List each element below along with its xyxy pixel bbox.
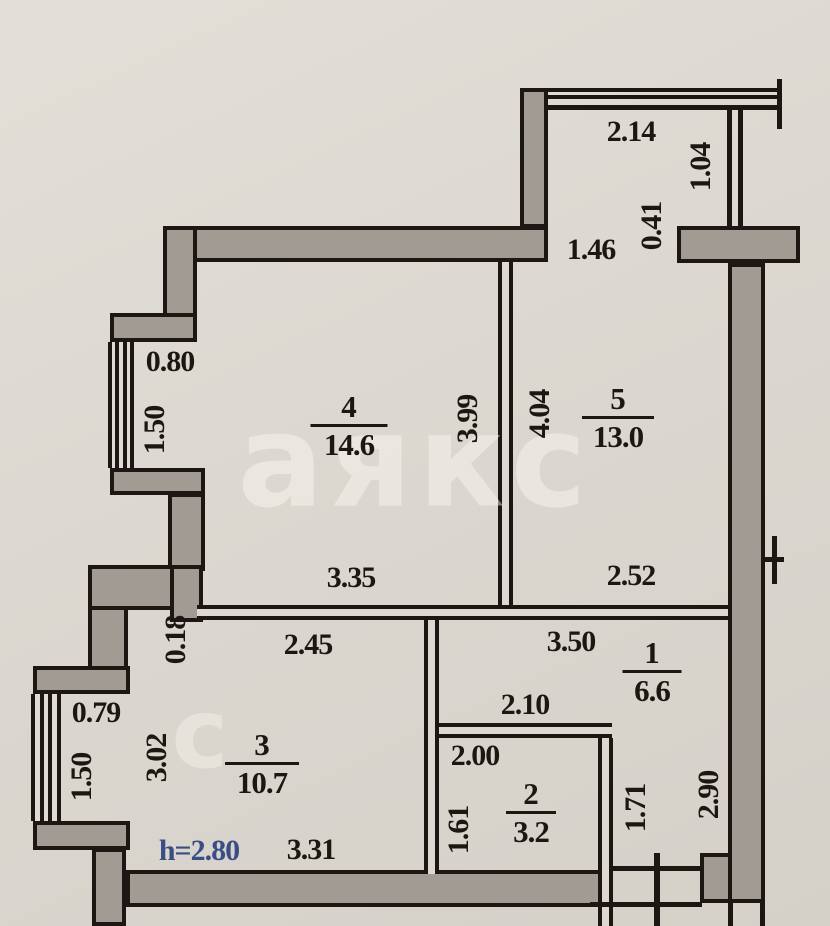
room-area: 10.7 bbox=[236, 765, 288, 800]
room-area: 13.0 bbox=[592, 419, 644, 454]
wall-hall-top bbox=[197, 605, 728, 620]
window-glazing-line bbox=[31, 694, 35, 821]
door-opening-bottom bbox=[590, 902, 702, 907]
left-wall-upper bbox=[163, 226, 197, 318]
window-glazing-line bbox=[123, 342, 127, 468]
room-fraction-line bbox=[310, 424, 388, 427]
dimension-label: 2.90 bbox=[692, 770, 725, 820]
railing-end-tick bbox=[777, 79, 782, 129]
top-wall bbox=[163, 226, 548, 262]
room-area: 6.6 bbox=[634, 673, 671, 708]
window-glazing-line bbox=[130, 342, 134, 468]
right-wall-tick-h bbox=[762, 557, 784, 562]
dimension-label: 3.35 bbox=[326, 561, 376, 594]
room-area: 14.6 bbox=[323, 427, 375, 462]
room-number: 4 bbox=[341, 389, 357, 424]
right-wall bbox=[728, 263, 765, 903]
dimension-label: 3.31 bbox=[286, 833, 336, 866]
window-glazing-line bbox=[115, 342, 119, 468]
dimension-label: 3.50 bbox=[546, 625, 596, 658]
top-right-wall bbox=[677, 226, 800, 263]
dimension-label: 1.50 bbox=[65, 752, 98, 802]
left-step-mid bbox=[110, 468, 205, 495]
dimension-label: 1.50 bbox=[138, 405, 171, 455]
window-glazing-line bbox=[40, 694, 44, 821]
balcony-railing-right-1 bbox=[727, 108, 732, 228]
dimension-label: 1.04 bbox=[684, 142, 717, 192]
left-wall-bottom bbox=[92, 848, 126, 926]
room-number: 5 bbox=[610, 381, 626, 416]
dimension-label: 2.52 bbox=[606, 559, 656, 592]
dimension-label: 4.04 bbox=[523, 389, 556, 439]
room-number: 2 bbox=[523, 776, 539, 811]
balcony-railing-top-1 bbox=[545, 88, 782, 92]
dimension-label: 3.02 bbox=[140, 733, 173, 783]
dimension-label: 0.41 bbox=[635, 201, 668, 251]
dimension-label: 1.71 bbox=[619, 783, 652, 833]
dimension-label: 0.18 bbox=[159, 615, 192, 665]
window-glazing-line bbox=[57, 694, 61, 821]
left-step-bottom-lower bbox=[33, 821, 130, 850]
balcony-left-wall bbox=[520, 88, 548, 228]
right-wall-edge-left bbox=[728, 903, 733, 926]
dimension-label: 0.79 bbox=[71, 696, 121, 729]
window-glazing-line bbox=[48, 694, 52, 821]
room-fraction-line bbox=[582, 416, 654, 419]
dimension-label: 2.10 bbox=[500, 688, 550, 721]
dimension-label: 2.14 bbox=[606, 115, 656, 148]
wall-room4-room5 bbox=[498, 262, 513, 616]
wall-room2-right bbox=[598, 738, 613, 926]
ceiling-height-note: h=2.80 bbox=[158, 834, 240, 867]
bottom-wall bbox=[126, 870, 612, 907]
balcony-railing-top-3 bbox=[545, 105, 782, 110]
room-fraction-line bbox=[506, 811, 556, 814]
left-step-upper bbox=[110, 313, 197, 342]
room-fraction-line bbox=[622, 670, 682, 673]
left-step-bottom-upper bbox=[33, 666, 130, 694]
dimension-label: 3.99 bbox=[451, 394, 484, 444]
left-wall-lower bbox=[88, 606, 128, 672]
dimension-label: 1.46 bbox=[566, 233, 616, 266]
door-jamb bbox=[654, 853, 660, 926]
window-lower-left bbox=[31, 694, 61, 821]
window-glazing-line bbox=[108, 342, 112, 468]
window-upper-left bbox=[108, 342, 134, 468]
room-number: 1 bbox=[644, 635, 660, 670]
dimension-label: 2.00 bbox=[450, 739, 500, 772]
balcony-railing-top-2 bbox=[545, 95, 782, 99]
dimension-label: 2.45 bbox=[283, 628, 333, 661]
wall-room2-top bbox=[439, 723, 612, 738]
balcony-railing-right-2 bbox=[738, 108, 743, 228]
dimension-label: 1.61 bbox=[442, 805, 475, 855]
room-area: 3.2 bbox=[513, 814, 550, 849]
room-fraction-line bbox=[225, 762, 299, 765]
room-number: 3 bbox=[254, 727, 270, 762]
wall-room3-right bbox=[424, 620, 439, 874]
dimension-label: 0.80 bbox=[145, 345, 195, 378]
right-wall-edge-right bbox=[760, 903, 765, 926]
